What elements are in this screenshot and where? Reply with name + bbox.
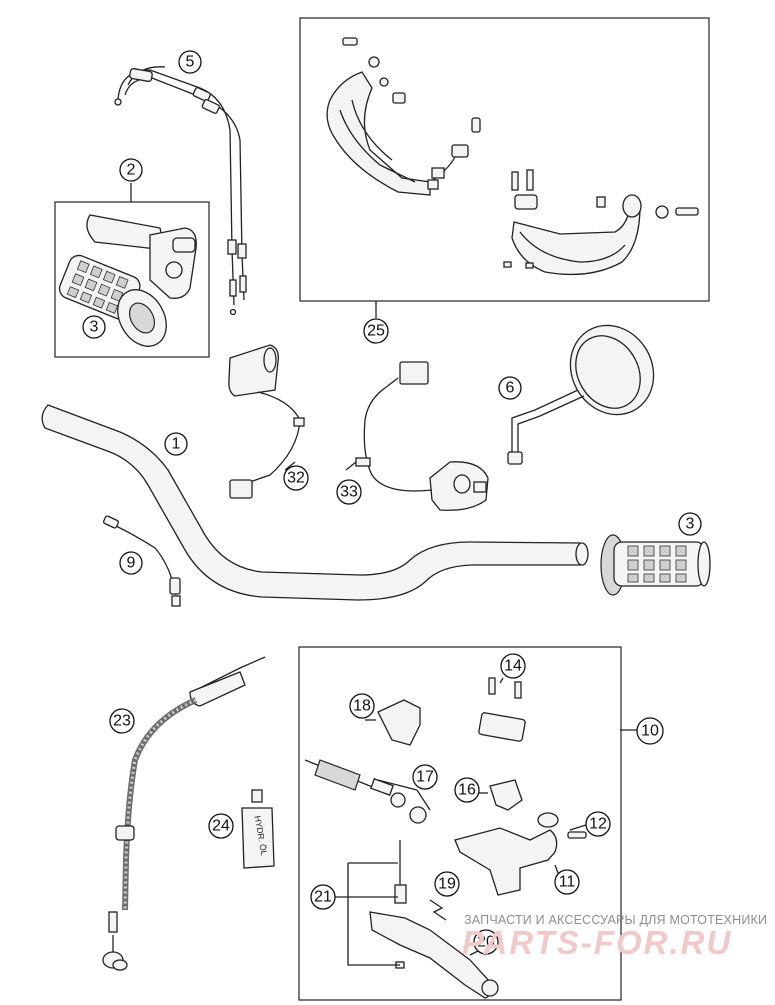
callout-p14: 14 (500, 653, 526, 679)
group-box-25 (299, 17, 710, 302)
callout-p12: 12 (585, 811, 611, 837)
callout-p3b: 3 (678, 512, 702, 536)
svg-text:5: 5 (186, 54, 195, 71)
svg-text:17: 17 (416, 769, 434, 786)
callout-p33: 33 (336, 479, 362, 505)
group-box-10 (298, 646, 622, 1001)
handguard (503, 169, 699, 276)
callout-p1: 1 (164, 432, 188, 456)
callout-p6: 6 (498, 376, 522, 400)
brake-hose (102, 656, 266, 971)
callout-p20: 20 (473, 929, 499, 955)
master-cylinder-parts (304, 677, 587, 999)
svg-text:3: 3 (90, 319, 99, 336)
callout-p5: 5 (178, 50, 202, 74)
callout-p2: 2 (119, 158, 143, 182)
watermark-logo: PARTS-FOR.RU (462, 924, 733, 961)
svg-text:25: 25 (367, 323, 385, 340)
svg-text:33: 33 (340, 484, 358, 501)
callout-p32: 32 (283, 465, 309, 491)
callout-p18: 18 (349, 693, 375, 719)
callout-p23: 23 (109, 708, 135, 734)
callout-p24: 24 (208, 813, 234, 839)
mirror (507, 324, 655, 465)
svg-text:6: 6 (506, 380, 515, 397)
watermark-tagline: ЗАПЧАСТИ И АКСЕССУАРЫ ДЛЯ МОТОТЕХНИКИ (464, 913, 768, 927)
svg-text:32: 32 (287, 470, 305, 487)
callout-p9: 9 (119, 551, 143, 575)
hydraulic-oil-bottle: HYDR. ÖL (241, 789, 275, 869)
callout-p3a: 3 (82, 315, 106, 339)
handlebar (41, 404, 589, 601)
throttle-assembly (86, 214, 197, 299)
throttle-cables (114, 66, 247, 316)
svg-text:19: 19 (438, 876, 456, 893)
svg-text:2: 2 (127, 162, 136, 179)
leader-lines (130, 183, 637, 966)
right-switch (355, 361, 489, 511)
callout-p17: 17 (412, 764, 438, 790)
svg-text:12: 12 (589, 816, 607, 833)
sensor-cable (102, 515, 181, 607)
svg-text:10: 10 (641, 723, 659, 740)
group-box-2 (54, 201, 210, 358)
callout-p21: 21 (310, 884, 336, 910)
grip-right (600, 534, 711, 596)
svg-text:24: 24 (212, 818, 230, 835)
callout-p16: 16 (454, 777, 480, 803)
callout-p19: 19 (434, 871, 460, 897)
svg-text:20: 20 (477, 934, 495, 951)
callout-p10: 10 (636, 717, 664, 745)
svg-text:1: 1 (172, 436, 181, 453)
callout-p25: 25 (363, 318, 389, 344)
headlight-mask (326, 37, 481, 196)
svg-text:23: 23 (113, 713, 131, 730)
svg-text:9: 9 (127, 555, 136, 572)
svg-text:14: 14 (504, 658, 522, 675)
svg-text:21: 21 (314, 889, 332, 906)
svg-text:16: 16 (458, 782, 476, 799)
grip-left (58, 254, 167, 347)
svg-text:3: 3 (686, 516, 695, 533)
svg-text:11: 11 (559, 874, 576, 891)
callout-p11: 11 (554, 869, 580, 895)
svg-text:18: 18 (353, 698, 371, 715)
left-switch (228, 344, 305, 499)
